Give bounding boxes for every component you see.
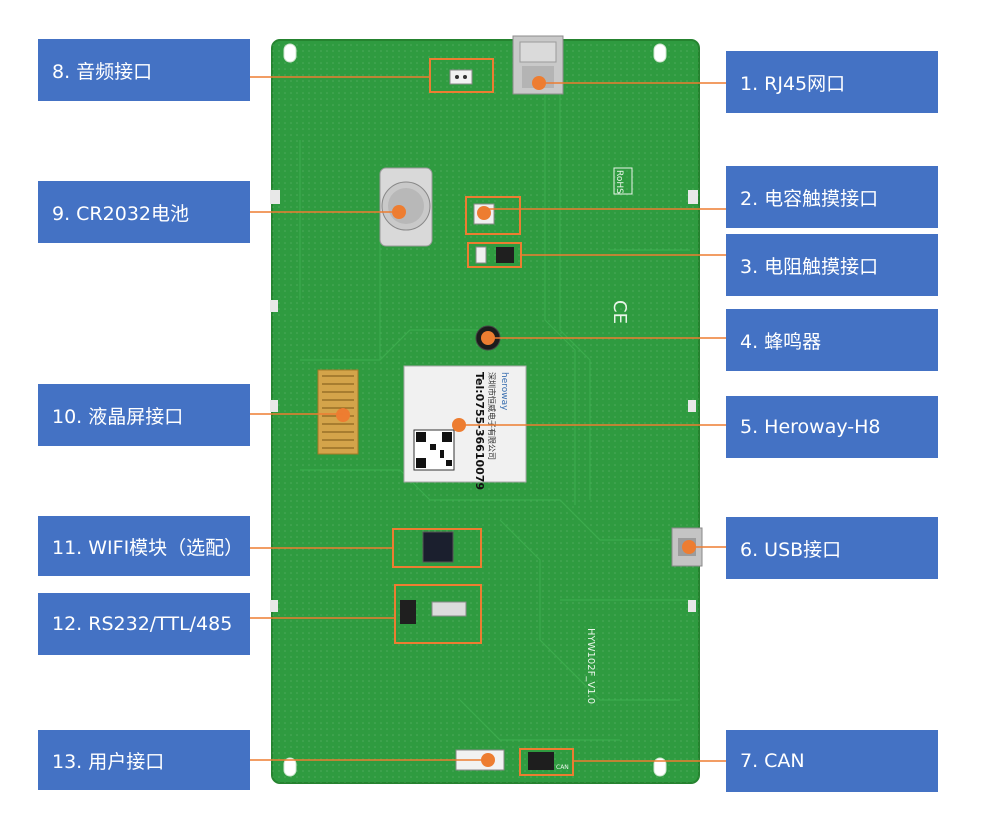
- battery-holder: [379, 167, 433, 247]
- wifi-chip: [422, 531, 454, 563]
- label-battery: 9. CR2032电池: [38, 181, 250, 243]
- leader-lines: [250, 76, 726, 762]
- serial-box: [394, 584, 482, 644]
- label-module: 5. Heroway-H8: [726, 396, 938, 458]
- module-tel: Tel:0755-36610079: [473, 372, 486, 490]
- rohs-mark: RoHS: [614, 170, 624, 194]
- heroway-module: Tel:0755-36610079 深圳市恒威电子有限公司 heroway: [403, 365, 527, 490]
- board-model: HYW102F_V1.0: [585, 628, 596, 704]
- label-serial: 12. RS232/TTL/485: [38, 593, 250, 655]
- cap-touch-box: [465, 196, 521, 235]
- label-res-touch: 3. 电阻触摸接口: [726, 234, 938, 296]
- module-brand: heroway: [499, 372, 509, 411]
- module-company: 深圳市恒威电子有限公司: [487, 372, 497, 460]
- cap-touch-marker: [477, 206, 491, 220]
- label-can: 7. CAN: [726, 730, 938, 792]
- label-lcd: 10. 液晶屏接口: [38, 384, 250, 446]
- can-box: [519, 748, 574, 776]
- pcb-traces: [299, 90, 690, 741]
- lcd-marker: [336, 408, 350, 422]
- label-rj45: 1. RJ45网口: [726, 51, 938, 113]
- side-notches: [270, 190, 698, 612]
- label-usb: 6. USB接口: [726, 517, 938, 579]
- ce-mark: CE: [609, 300, 630, 324]
- can-mark: CAN: [556, 764, 569, 771]
- label-user: 13. 用户接口: [38, 730, 250, 790]
- label-cap-touch: 2. 电容触摸接口: [726, 166, 938, 228]
- audio-box: [429, 58, 494, 93]
- label-buzzer: 4. 蜂鸣器: [726, 309, 938, 371]
- label-audio: 8. 音频接口: [38, 39, 250, 101]
- label-wifi: 11. WIFI模块（选配）: [38, 516, 250, 576]
- mounting-holes: [283, 43, 667, 777]
